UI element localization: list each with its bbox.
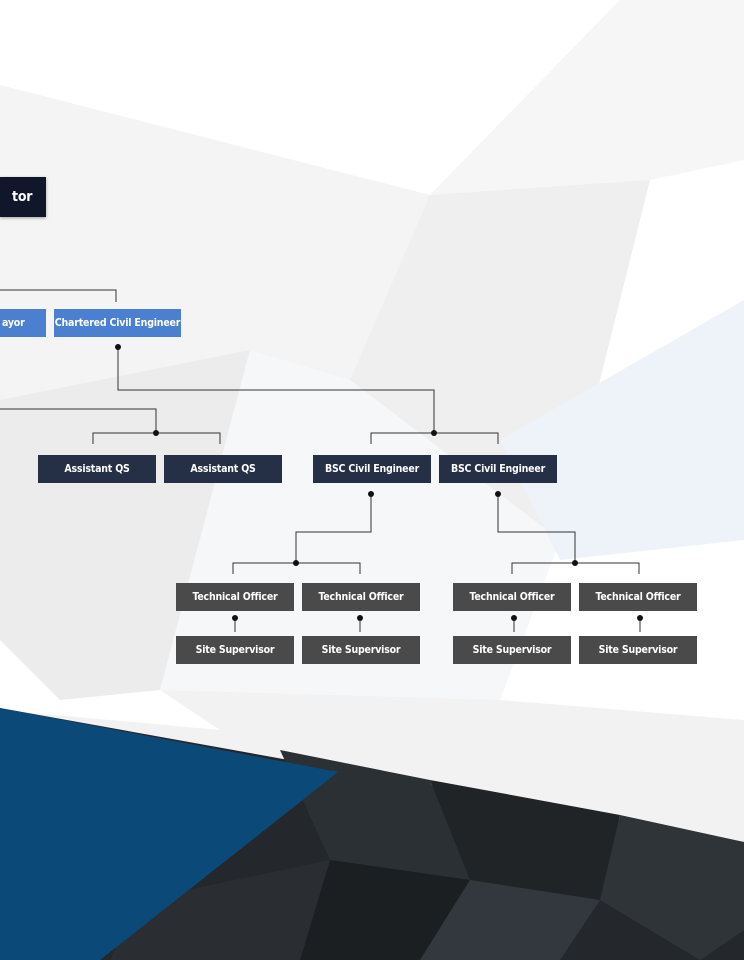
technical-officer-box-4: Technical Officer	[579, 583, 697, 611]
chartered-civil-engineer-label: Chartered Civil Engineer	[54, 317, 181, 329]
technical-officer-box-2: Technical Officer	[302, 583, 420, 611]
site-supervisor-label-4: Site Supervisor	[598, 644, 678, 656]
bsc-civil-engineer-label-2: BSC Civil Engineer	[450, 463, 546, 475]
assistant-qs-label-2: Assistant QS	[190, 463, 256, 475]
technical-officer-label-2: Technical Officer	[318, 591, 404, 603]
site-supervisor-box-3: Site Supervisor	[453, 636, 571, 664]
site-supervisor-box-4: Site Supervisor	[579, 636, 697, 664]
surveyor-box: ayor	[0, 309, 46, 337]
assistant-qs-box-1: Assistant QS	[38, 455, 156, 483]
surveyor-label: ayor	[2, 317, 25, 329]
technical-officer-label-4: Technical Officer	[595, 591, 681, 603]
assistant-qs-box-2: Assistant QS	[164, 455, 282, 483]
technical-officer-label-1: Technical Officer	[192, 591, 278, 603]
director-box: tor	[0, 177, 46, 217]
chartered-civil-engineer-box: Chartered Civil Engineer	[54, 309, 181, 337]
technical-officer-label-3: Technical Officer	[469, 591, 555, 603]
site-supervisor-label-2: Site Supervisor	[321, 644, 401, 656]
bsc-civil-engineer-box-1: BSC Civil Engineer	[313, 455, 431, 483]
assistant-qs-label-1: Assistant QS	[64, 463, 130, 475]
technical-officer-box-1: Technical Officer	[176, 583, 294, 611]
site-supervisor-label-3: Site Supervisor	[472, 644, 552, 656]
technical-officer-box-3: Technical Officer	[453, 583, 571, 611]
bsc-civil-engineer-label-1: BSC Civil Engineer	[324, 463, 420, 475]
bsc-civil-engineer-box-2: BSC Civil Engineer	[439, 455, 557, 483]
site-supervisor-label-1: Site Supervisor	[195, 644, 275, 656]
director-label: tor	[12, 189, 33, 205]
site-supervisor-box-1: Site Supervisor	[176, 636, 294, 664]
site-supervisor-box-2: Site Supervisor	[302, 636, 420, 664]
